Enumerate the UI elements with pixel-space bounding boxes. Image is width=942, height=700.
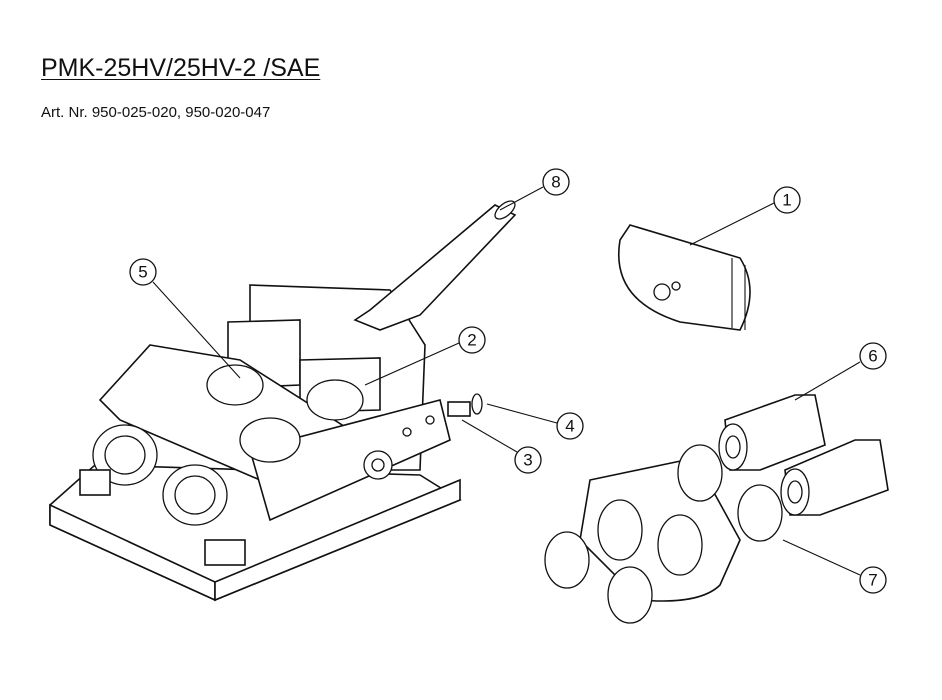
part-6-couplings <box>718 394 889 516</box>
callout-label: 4 <box>565 417 574 436</box>
callout-label: 6 <box>868 347 877 366</box>
callout-label: 1 <box>782 191 791 210</box>
article-number: Art. Nr. 950-025-020, 950-020-047 <box>41 104 271 121</box>
part-7-housing <box>544 444 783 624</box>
callout-2 <box>458 326 486 354</box>
callout-label: 5 <box>138 263 147 282</box>
callout-4 <box>556 412 584 440</box>
callout-5 <box>129 258 157 286</box>
callout-label: 8 <box>551 173 560 192</box>
callout-3 <box>514 446 542 474</box>
callouts: 1 2 3 4 5 6 7 8 <box>129 168 887 594</box>
document-title: PMK-25HV/25HV-2 /SAE <box>41 54 321 82</box>
callout-7 <box>859 566 887 594</box>
callout-6 <box>859 342 887 370</box>
callout-8 <box>542 168 570 196</box>
callout-label: 7 <box>868 571 877 590</box>
callout-label: 2 <box>467 331 476 350</box>
callout-1 <box>773 186 801 214</box>
callout-label: 3 <box>523 451 532 470</box>
main-assembly <box>49 200 517 602</box>
part-1-cover <box>618 224 751 331</box>
